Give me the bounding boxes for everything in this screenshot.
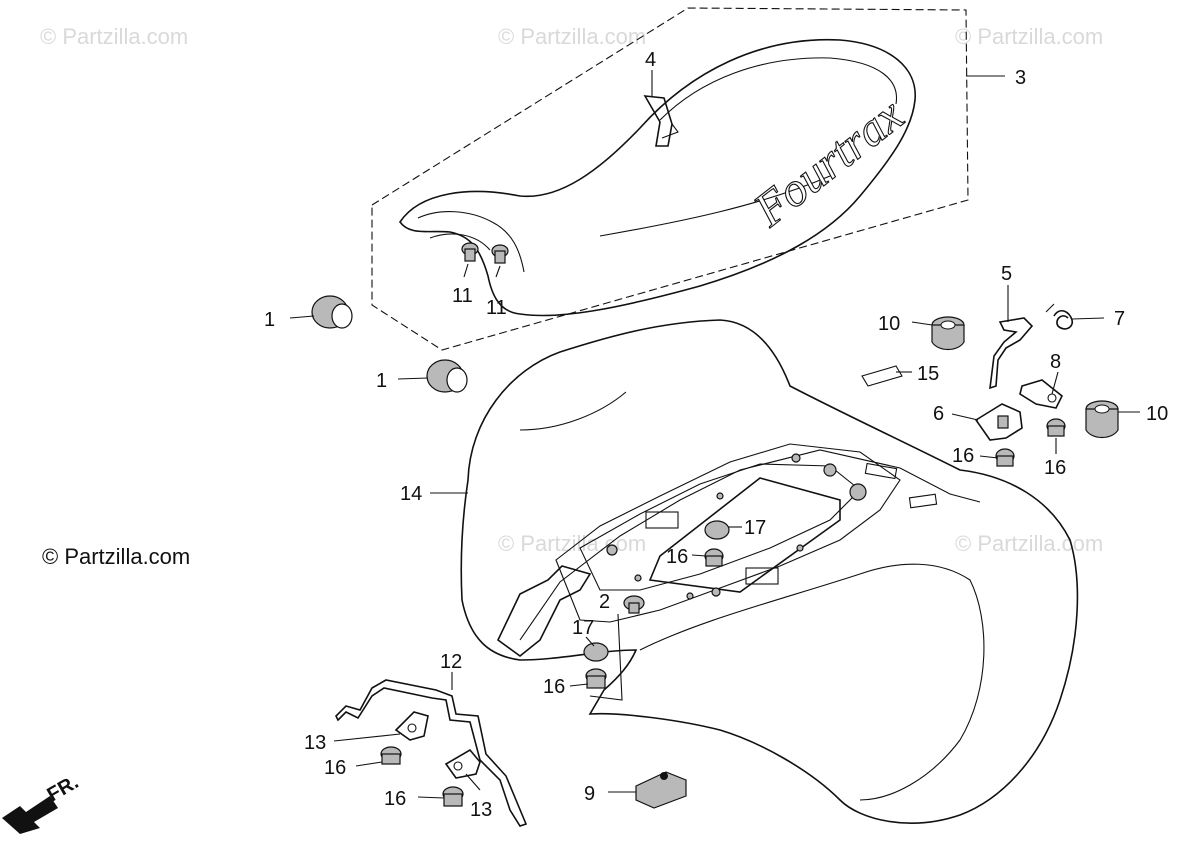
callout-13: 13 <box>304 732 326 754</box>
latch-5 <box>989 317 1034 390</box>
clip-9 <box>635 771 687 809</box>
plate-8 <box>1019 379 1064 409</box>
watermark: © Partzilla.com <box>40 24 188 49</box>
rear-fender <box>460 319 1079 824</box>
cushion-1b <box>426 359 468 393</box>
callout-16: 16 <box>384 788 406 810</box>
callout-3: 3 <box>1015 67 1026 89</box>
seat-logo: Fourtrax <box>743 88 913 237</box>
callout-16: 16 <box>952 445 974 467</box>
callout-10: 10 <box>1146 403 1168 425</box>
copyright-notice: © Partzilla.com <box>42 544 191 569</box>
watermark: © Partzilla.com <box>498 24 646 49</box>
seat-strap <box>643 95 673 147</box>
callout-1: 1 <box>264 309 275 331</box>
leader-lines <box>289 70 1140 799</box>
label-15 <box>861 365 903 387</box>
nut-16c <box>995 448 1015 467</box>
mount-10a <box>931 316 965 351</box>
seat-bolt-11a <box>461 242 479 262</box>
watermark: © Partzilla.com <box>955 24 1103 49</box>
seat: Fourtrax <box>399 38 916 317</box>
callout-15: 15 <box>917 363 939 385</box>
callout-4: 4 <box>645 49 656 71</box>
callout-14: 14 <box>400 483 422 505</box>
stay-rod-12 <box>335 679 528 827</box>
callout-5: 5 <box>1001 263 1012 285</box>
callout-1: 1 <box>376 370 387 392</box>
nut-16a <box>704 548 724 567</box>
callout-11: 11 <box>452 285 473 307</box>
hook-6 <box>974 403 1023 441</box>
seat-bolt-11b <box>491 244 509 264</box>
bracket-13b <box>444 748 481 779</box>
callout-12: 12 <box>440 651 462 673</box>
callouts: 1 1 2 3 4 5 6 7 8 9 10 10 11 11 12 13 13… <box>264 49 1168 821</box>
callout-16: 16 <box>324 757 346 779</box>
bracket-13a <box>394 711 429 741</box>
washer-17b <box>583 642 609 662</box>
callout-8: 8 <box>1050 351 1061 373</box>
callout-7: 7 <box>1114 308 1125 330</box>
watermark: © Partzilla.com <box>498 531 646 556</box>
callout-2: 2 <box>599 591 610 613</box>
seat-assembly-outline <box>371 7 969 351</box>
callout-13: 13 <box>470 799 492 821</box>
nut-16e <box>380 746 402 765</box>
spring-7 <box>1045 303 1074 330</box>
callout-17: 17 <box>744 517 766 539</box>
bolt-2 <box>623 595 645 614</box>
callout-10: 10 <box>878 313 900 335</box>
callout-17: 17 <box>572 617 594 639</box>
callout-6: 6 <box>933 403 944 425</box>
nut-16d <box>1046 418 1066 437</box>
front-direction-arrow: FR. <box>2 771 82 834</box>
cushion-1a <box>311 295 353 329</box>
nut-16f <box>442 786 464 807</box>
watermark: © Partzilla.com <box>955 531 1103 556</box>
callout-9: 9 <box>584 783 595 805</box>
leader-line <box>589 613 623 701</box>
callout-16: 16 <box>1044 457 1066 479</box>
mount-10b <box>1085 400 1119 439</box>
washer-17a <box>704 520 730 540</box>
callout-11: 11 <box>486 297 507 319</box>
nut-16b <box>585 668 607 689</box>
callout-16: 16 <box>543 676 565 698</box>
callout-16: 16 <box>666 546 688 568</box>
